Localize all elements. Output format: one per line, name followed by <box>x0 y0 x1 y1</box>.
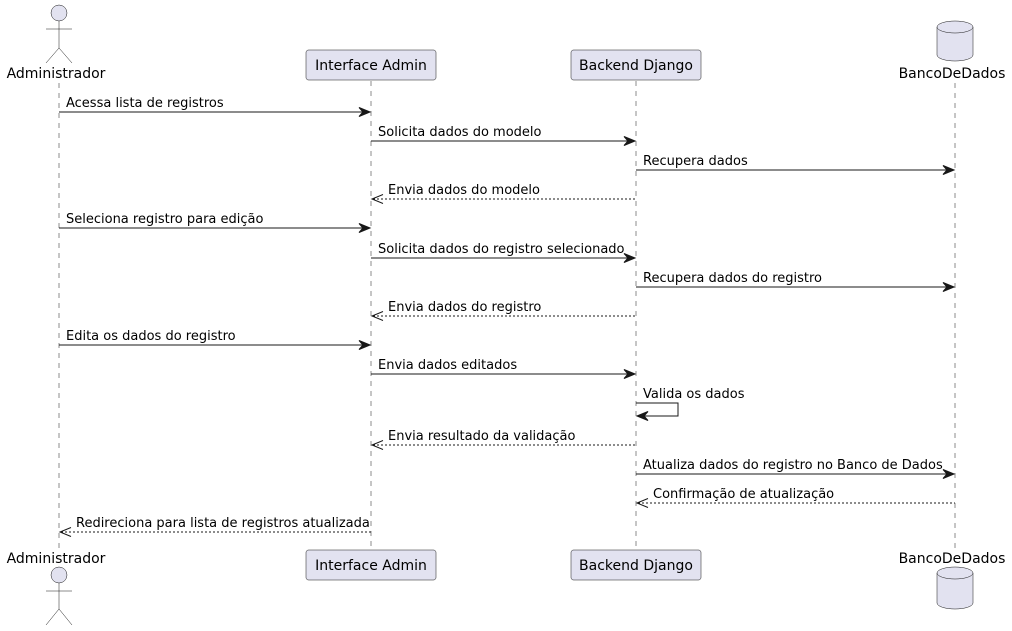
message-label: Envia dados editados <box>378 358 517 373</box>
message-label: Edita os dados do registro <box>66 329 236 344</box>
message-label: Envia dados do modelo <box>388 183 540 198</box>
message-3: Envia dados do modelo <box>370 183 636 204</box>
participant-banco-de-dados-top: BancoDeDados <box>899 20 1006 82</box>
message-0: Acessa lista de registros <box>59 96 372 117</box>
message-6: Recupera dados do registro <box>636 271 956 292</box>
message-4: Seleciona registro para edição <box>59 212 372 233</box>
participant-box <box>305 49 437 81</box>
participant-backend-django-top: Backend Django <box>570 49 702 81</box>
message-12: Atualiza dados do registro no Banco de D… <box>636 458 956 479</box>
message-label: Confirmação de atualização <box>653 487 834 502</box>
participant-label: Interface Admin <box>315 558 427 574</box>
message-9: Envia dados editados <box>371 358 637 379</box>
participant-box <box>570 549 702 581</box>
open-arrowhead-icon <box>58 527 72 537</box>
participant-label: Administrador <box>7 551 106 567</box>
participant-interface-admin-top: Interface Admin <box>305 49 437 81</box>
message-label: Recupera dados <box>643 154 748 169</box>
message-5: Solicita dados do registro selecionado <box>371 242 637 263</box>
arrowhead-icon <box>942 469 956 479</box>
participant-label: Backend Django <box>579 558 693 574</box>
message-label: Acessa lista de registros <box>66 96 224 111</box>
message-label: Envia resultado da validação <box>388 429 576 444</box>
arrowhead-icon <box>358 223 372 233</box>
actor-icon <box>45 566 73 626</box>
actor-icon <box>45 4 73 64</box>
message-7: Envia dados do registro <box>370 300 636 321</box>
participant-label: BancoDeDados <box>899 66 1006 82</box>
open-arrowhead-icon <box>370 440 384 450</box>
message-label: Valida os dados <box>643 387 745 402</box>
arrowhead-icon <box>942 165 956 175</box>
open-arrowhead-icon <box>370 311 384 321</box>
participant-interface-admin-bottom: Interface Admin <box>305 549 437 581</box>
arrowhead-icon <box>623 369 637 379</box>
message-label: Recupera dados do registro <box>643 271 822 286</box>
participant-banco-de-dados-bottom: BancoDeDados <box>899 551 1006 610</box>
open-arrowhead-icon <box>370 194 384 204</box>
participant-box <box>570 49 702 81</box>
arrowhead-icon <box>623 253 637 263</box>
message-1: Solicita dados do modelo <box>371 125 637 146</box>
message-label: Solicita dados do registro selecionado <box>378 242 625 257</box>
participant-label: Interface Admin <box>315 58 427 74</box>
arrowhead-icon <box>358 340 372 350</box>
message-label: Atualiza dados do registro no Banco de D… <box>643 458 943 473</box>
participant-administrador-bottom: Administrador <box>7 551 106 626</box>
message-2: Recupera dados <box>636 154 956 175</box>
arrowhead-icon <box>942 282 956 292</box>
open-arrowhead-icon <box>635 498 649 508</box>
arrowhead-icon <box>358 107 372 117</box>
database-icon <box>936 20 974 62</box>
message-13: Confirmação de atualização <box>635 487 955 508</box>
participant-label: BancoDeDados <box>899 551 1006 567</box>
participant-label: Administrador <box>7 66 106 82</box>
participant-backend-django-bottom: Backend Django <box>570 549 702 581</box>
database-icon <box>936 566 974 610</box>
message-10-self: Valida os dados <box>635 387 745 421</box>
message-8: Edita os dados do registro <box>59 329 372 350</box>
message-11: Envia resultado da validação <box>370 429 636 450</box>
message-label: Envia dados do registro <box>388 300 541 315</box>
participant-administrador-top: Administrador <box>7 4 106 82</box>
participant-label: Backend Django <box>579 58 693 74</box>
message-14: Redireciona para lista de registros atua… <box>58 516 371 537</box>
participant-box <box>305 549 437 581</box>
arrowhead-icon <box>623 136 637 146</box>
message-label: Redireciona para lista de registros atua… <box>76 516 370 531</box>
message-label: Solicita dados do modelo <box>378 125 542 140</box>
arrowhead-icon <box>635 411 649 421</box>
message-label: Seleciona registro para edição <box>66 212 263 227</box>
